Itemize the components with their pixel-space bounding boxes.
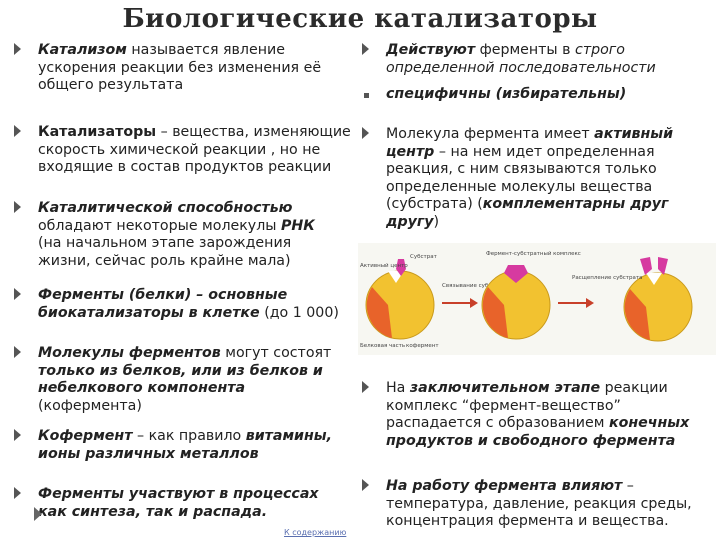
bullet-catalysts: Катализаторы – вещества, изменяющие скор… (14, 124, 354, 177)
text-run: – вещества, изменяющие скорость химическ… (38, 124, 351, 175)
bullet-arrow-icon (14, 43, 21, 55)
text-run: – температура, давление, реакция среды, … (386, 478, 692, 529)
label-binding: Связывание субстрата (442, 283, 508, 289)
text-run: ) (433, 213, 440, 230)
contents-link[interactable]: К содержанию (284, 528, 347, 537)
bullet-sequence: Действуют ферменты в строго определенной… (362, 42, 697, 77)
text-run: (кофермента) (38, 397, 142, 414)
text-run: витамины, ионы различных металлов (38, 428, 333, 462)
bullet-arrow-icon (362, 381, 369, 393)
text-run: комплементарны друг другу (386, 196, 669, 230)
text-run: Ферменты участвуют в процессах как синте… (38, 486, 319, 520)
text-run: Действуют (386, 42, 476, 58)
arrow-head-icon (470, 298, 478, 308)
text-run: специфичны (избирательны) (386, 86, 627, 102)
product-shape (658, 257, 668, 275)
bullet-molecules: Молекулы ферментов могут состоят только … (14, 345, 334, 415)
text-run: Катализом (38, 42, 127, 58)
page-title: Биологические катализаторы (122, 4, 598, 34)
bullet-text: Катализаторы – вещества, изменяющие скор… (38, 124, 354, 177)
bullet-final-stage: На заключительном этапе реакции комплекс… (362, 380, 702, 450)
bullet-rna: Каталитической способностью обладают нек… (14, 200, 334, 270)
substrate-shape (396, 259, 406, 276)
bullet-arrow-icon (14, 201, 21, 213)
bullet-text: Ферменты (белки) – основные биокатализат… (38, 287, 354, 322)
text-run: На работу фермента влияют (386, 478, 623, 494)
text-run: (на начальном этапе зарождения жизни, се… (38, 235, 292, 269)
text-run: могут состоят (220, 345, 332, 361)
bullet-text: специфичны (избирательны) (386, 86, 697, 104)
bullet-arrow-icon (362, 127, 369, 139)
bullet-text: Каталитической способностью обладают нек… (38, 200, 334, 270)
bullet-text: Молекула фермента имеет активный центр –… (386, 126, 702, 231)
text-run: конечных продуктов и свободного фермента (386, 415, 690, 449)
bullet-text: Молекулы ферментов могут состоят только … (38, 345, 334, 415)
label-protein-part: Белковая часть (360, 343, 405, 349)
bullet-arrow-icon (14, 125, 21, 137)
bullet-synthesis: Ферменты участвуют в процессах как синте… (14, 486, 334, 521)
text-run: обладают некоторые молекулы (38, 217, 281, 234)
label-coenzyme: кофермент (406, 343, 439, 349)
free-enzyme-1 (365, 259, 435, 340)
text-run: называется явление ускорения реакции без… (38, 42, 322, 93)
text-run: На (386, 380, 410, 396)
bullet-text: Кофермент – как правило витамины, ионы р… (38, 428, 344, 463)
bullet-enzymes: Ферменты (белки) – основные биокатализат… (14, 287, 354, 322)
coenzyme-shape (366, 287, 392, 338)
bullet-arrow-icon (362, 479, 369, 491)
bullet-text: Действуют ферменты в строго определенной… (386, 42, 697, 77)
text-run: (до 1 000) (259, 304, 339, 321)
label-complex: Фермент-субстратный комплекс (486, 250, 581, 257)
text-run: Молекулы ферментов (38, 345, 221, 361)
text-run: – как правило (132, 428, 246, 444)
free-enzyme-2 (623, 257, 693, 342)
bullet-arrow-icon (14, 288, 21, 300)
arrow-head-icon (586, 298, 594, 308)
text-run: Каталитической способностью (38, 200, 293, 216)
text-run: активный центр (386, 126, 674, 160)
bullet-coenzyme: Кофермент – как правило витамины, ионы р… (14, 428, 344, 463)
text-run: строго определенной последовательности (386, 42, 656, 76)
text-run: заключительном этапе (409, 380, 601, 396)
bullet-arrow-icon (14, 429, 21, 441)
text-run: ферменты в (475, 42, 576, 58)
bullet-text: На заключительном этапе реакции комплекс… (386, 380, 702, 450)
bullet-text: Ферменты участвуют в процессах как синте… (38, 486, 334, 521)
text-run: реакции комплекс “фермент-вещество” расп… (386, 380, 668, 431)
text-run: – на нем идет определенная реакция, с ни… (386, 143, 657, 213)
text-run: РНК (280, 217, 315, 234)
text-run: Катализаторы (38, 124, 157, 140)
label-active-center: Активный центр (360, 262, 408, 269)
nav-arrow-icon[interactable] (34, 507, 42, 521)
bullet-text: Катализом называется явление ускорения р… (38, 42, 334, 95)
bullet-active-center: Молекула фермента имеет активный центр –… (362, 126, 702, 231)
enzyme-substrate-complex (481, 265, 551, 340)
text-run: Молекула фермента имеет (386, 126, 595, 142)
text-run: только из белков, или из белков и небелк… (38, 362, 323, 397)
bullet-square-icon (364, 93, 369, 98)
enzyme-reaction-diagram: Субстрат Активный центр Белковая часть к… (358, 243, 716, 355)
bullet-factors: На работу фермента влияют – температура,… (362, 478, 707, 531)
bullet-arrow-icon (14, 346, 21, 358)
text-run: Ферменты (белки) – основные биокатализат… (38, 287, 288, 321)
bullet-catalysis: Катализом называется явление ускорения р… (14, 42, 334, 95)
bullet-text: На работу фермента влияют – температура,… (386, 478, 707, 531)
text-run: Кофермент (38, 428, 133, 444)
label-substrate: Субстрат (410, 254, 438, 260)
label-cleavage: Расщепление субстрата (572, 275, 642, 281)
bullet-specific: специфичны (избирательны) (362, 86, 697, 104)
product-shape (640, 257, 652, 275)
bullet-arrow-icon (14, 487, 21, 499)
bullet-arrow-icon (362, 43, 369, 55)
